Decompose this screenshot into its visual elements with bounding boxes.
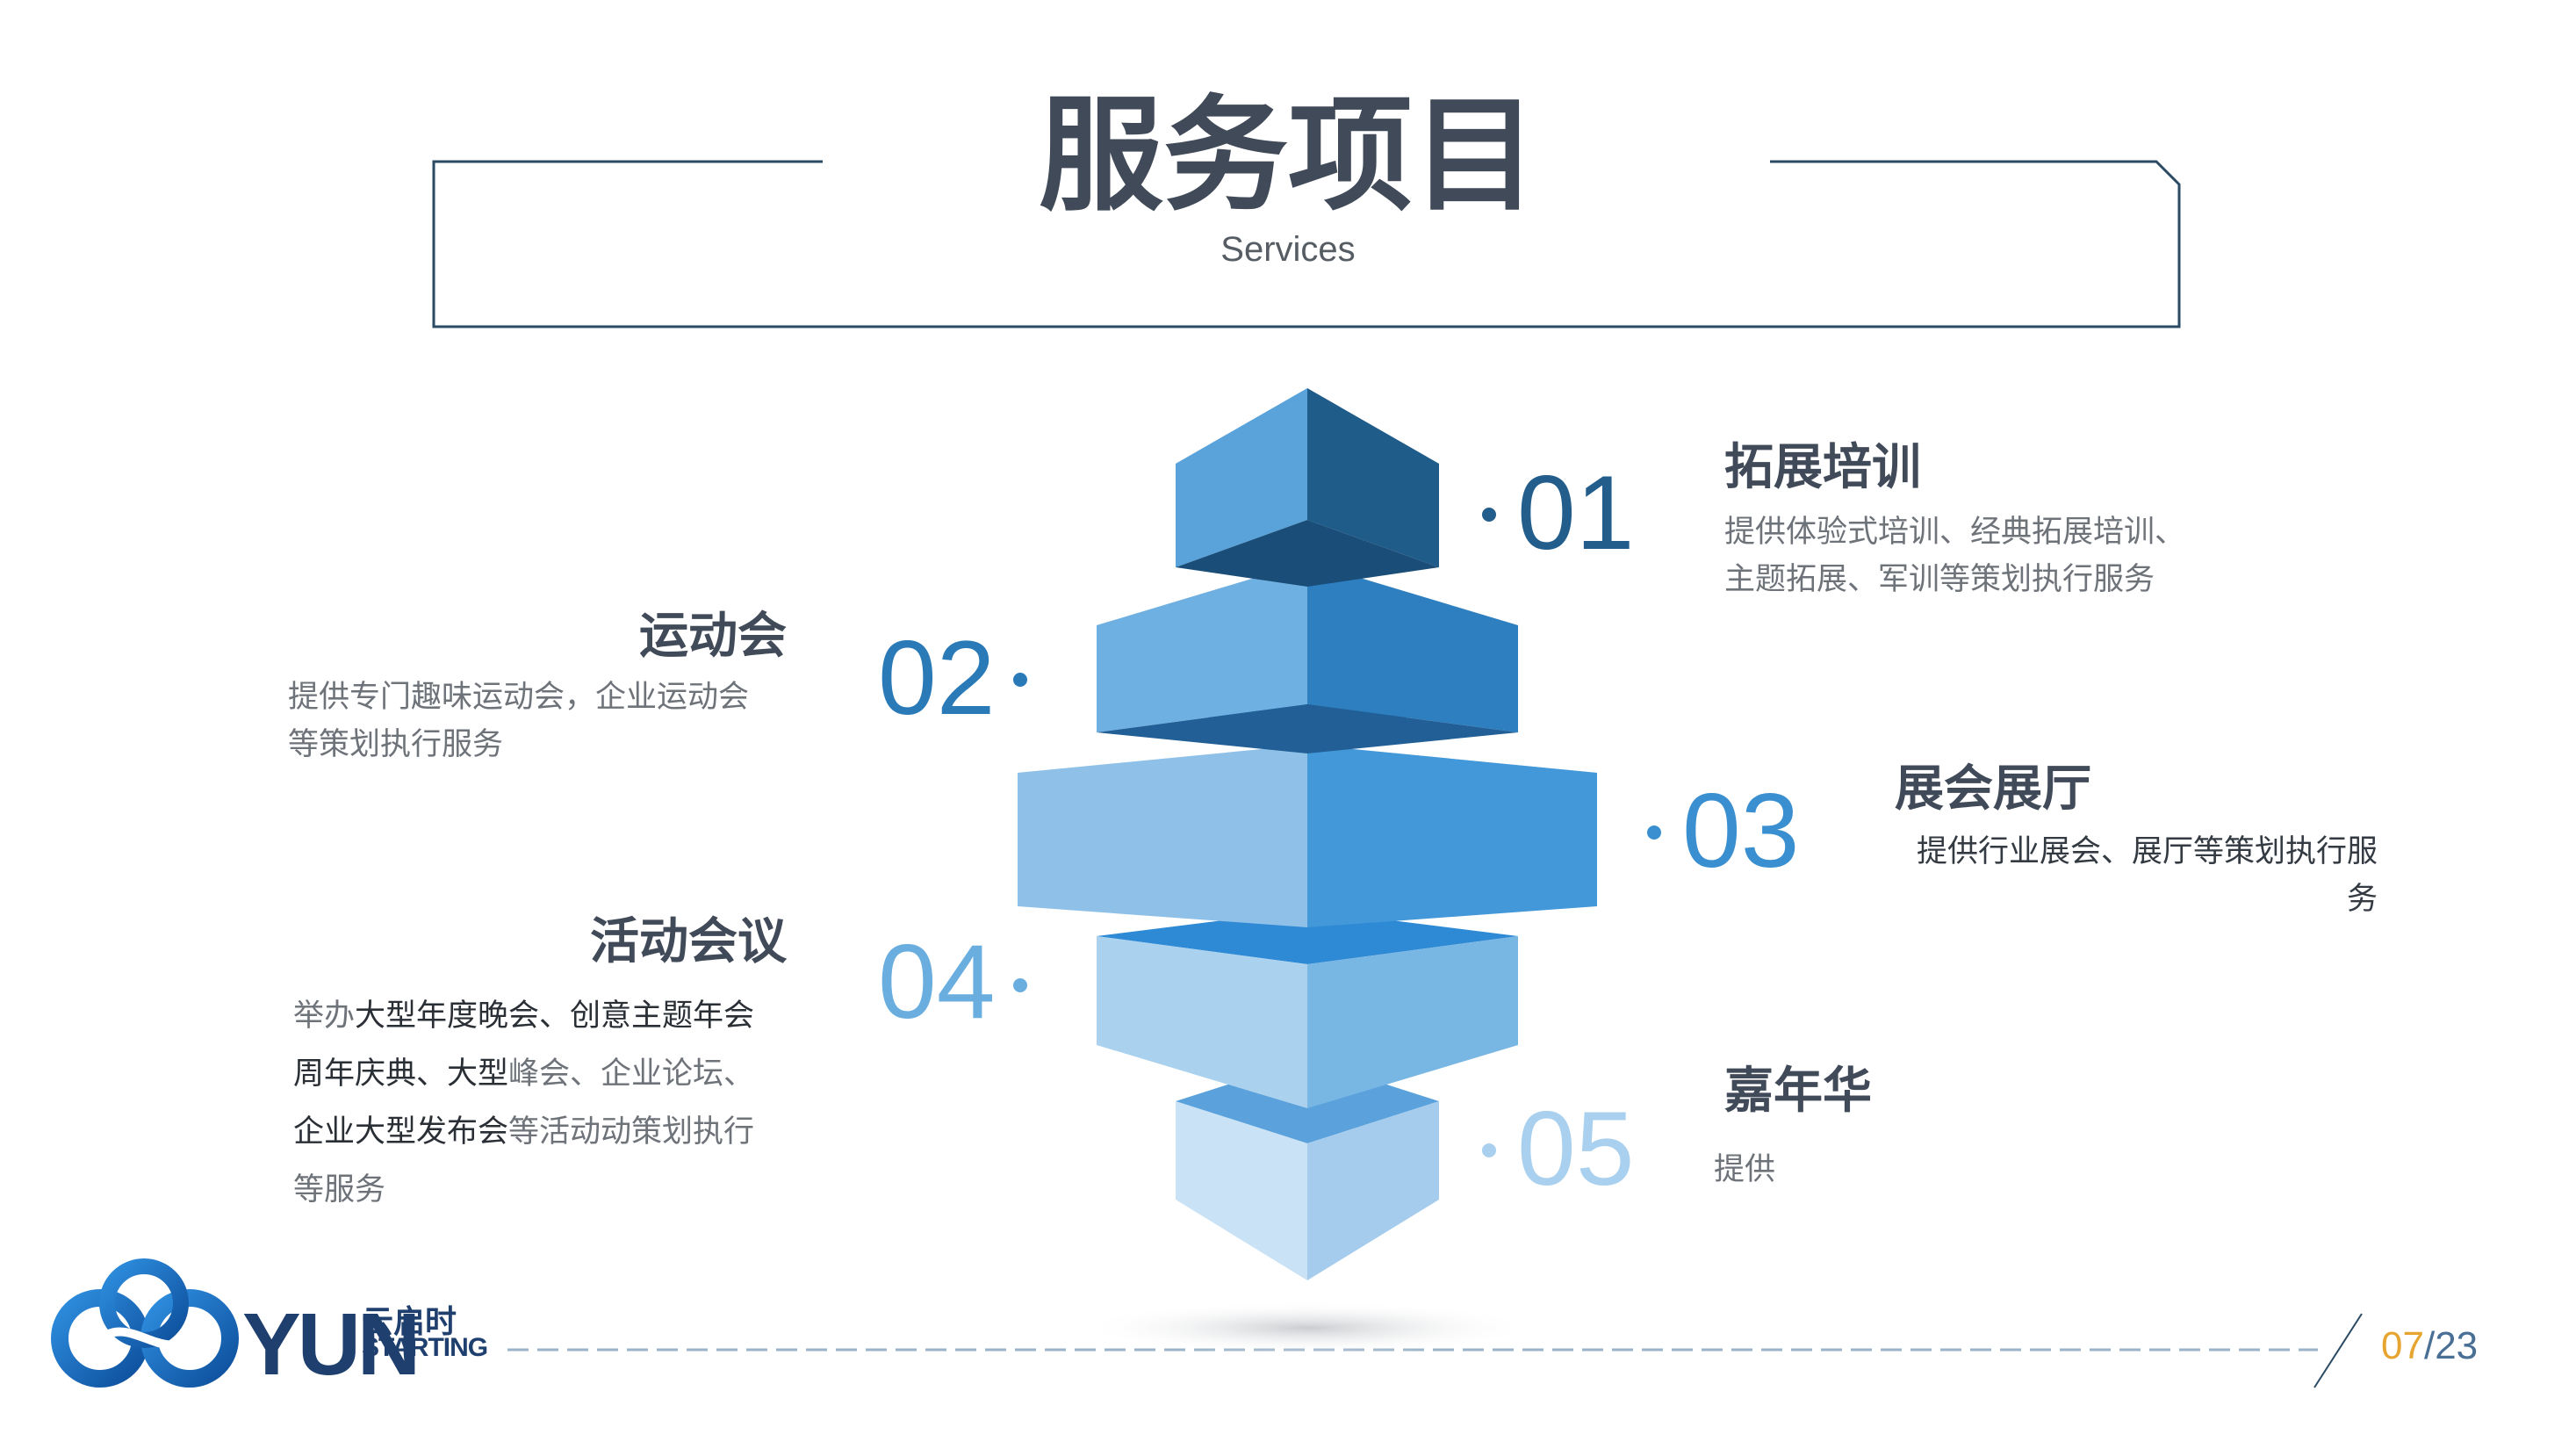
service-number-03: 03 <box>1682 772 1800 890</box>
service-title-04: 活动会议 <box>590 913 787 970</box>
number-dot-04 <box>1013 978 1027 992</box>
page-subtitle: Services <box>1220 230 1356 269</box>
page-current: 07 <box>2381 1324 2424 1367</box>
number-dot-03 <box>1647 825 1661 840</box>
service-desc-01-line2: 主题拓展、军训等策划执行服务 <box>1724 562 2155 597</box>
block-02 <box>1097 562 1518 753</box>
service-number-04: 04 <box>878 923 996 1041</box>
service-desc-04-line1: 举办大型年度晚会、创意主题年会 <box>293 998 755 1034</box>
service-desc-03-line1: 提供行业展会、展厅等策划执行服 <box>1916 834 2378 869</box>
service-title-05: 嘉年华 <box>1724 1063 1872 1120</box>
block-shadow <box>1079 1301 1536 1354</box>
number-dot-02 <box>1013 673 1027 687</box>
page-indicator: 07/23 <box>2381 1324 2478 1368</box>
page-title: 服务项目 <box>1039 83 1537 228</box>
service-desc-03-line2: 务 <box>2346 882 2378 917</box>
service-number-02: 02 <box>878 619 996 737</box>
number-dot-05 <box>1482 1143 1496 1157</box>
service-desc-02-line1: 提供专门趣味运动会，企业运动会 <box>288 680 750 715</box>
service-desc-01-line1: 提供体验式培训、经典拓展培训、 <box>1724 515 2186 550</box>
logo-en: STARTING <box>362 1333 488 1362</box>
service-desc-02-line2: 等策划执行服务 <box>288 727 504 762</box>
service-number-01: 01 <box>1517 454 1635 572</box>
service-desc-04-line4: 等服务 <box>293 1172 386 1208</box>
service-title-03: 展会展厅 <box>1895 761 2091 818</box>
block-01 <box>1176 388 1439 587</box>
block-04 <box>1097 910 1518 1108</box>
block-03 <box>1018 745 1597 927</box>
number-dot-01 <box>1482 508 1496 522</box>
logo-brand: YUN <box>242 1295 421 1394</box>
service-desc-04-line3: 企业大型发布会等活动动策划执行 <box>293 1114 755 1150</box>
service-title-01: 拓展培训 <box>1724 439 1921 496</box>
logo-cn: 云启时 <box>362 1303 457 1339</box>
service-number-05: 05 <box>1517 1090 1635 1208</box>
page-separator: / <box>2423 1324 2436 1367</box>
cloud-logo-icon <box>51 1258 239 1388</box>
service-desc-05-line1: 提供 <box>1714 1152 1776 1187</box>
service-desc-04-line2: 周年庆典、大型峰会、企业论坛、 <box>293 1056 755 1092</box>
service-title-02: 运动会 <box>639 608 787 665</box>
page-total: 23 <box>2435 1324 2479 1367</box>
